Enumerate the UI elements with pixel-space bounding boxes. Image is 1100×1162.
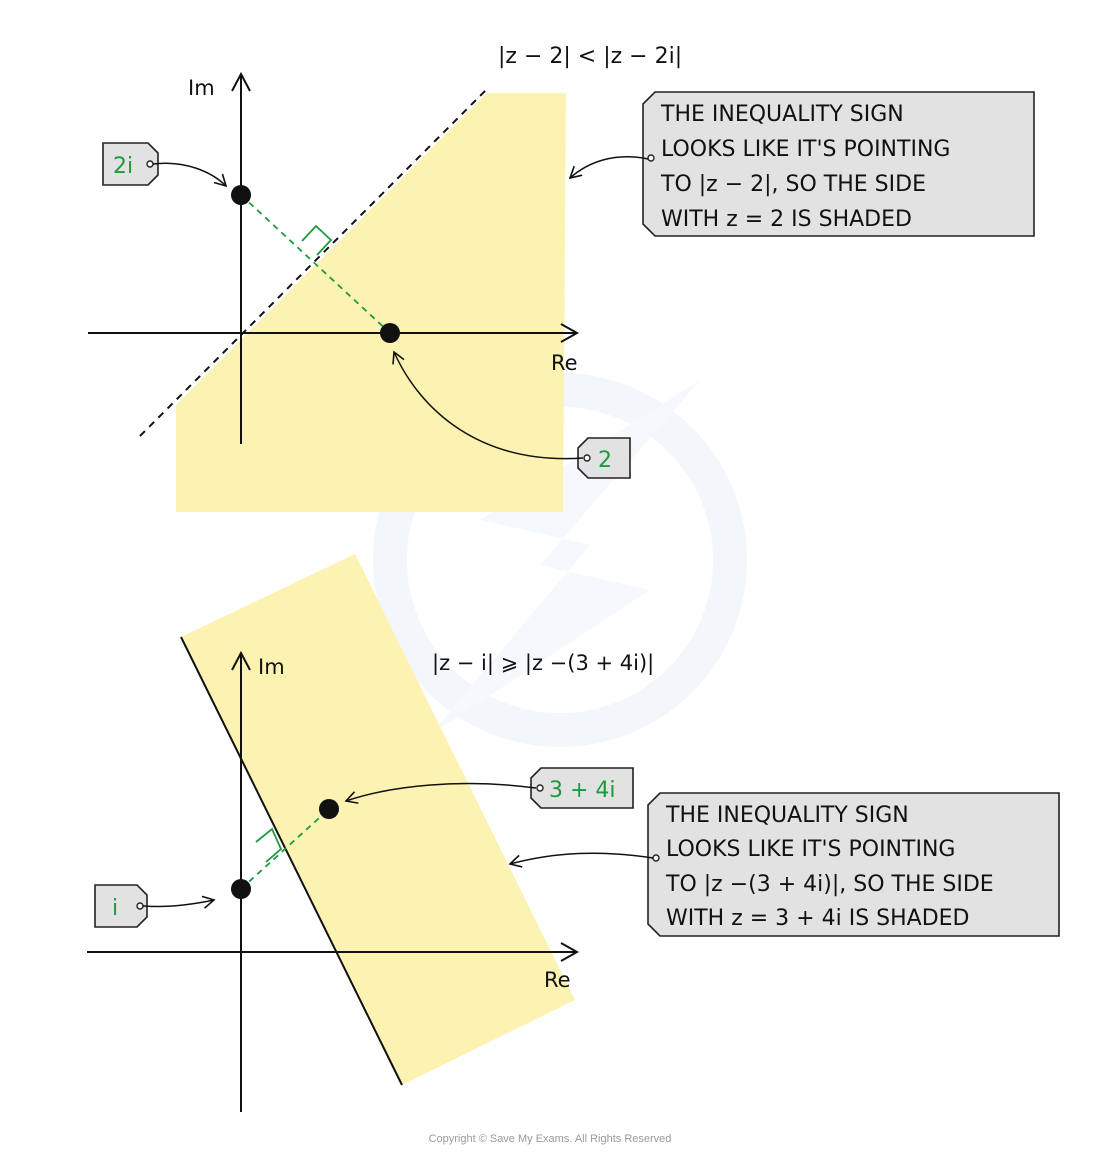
note-1-line-1: THE INEQUALITY SIGN	[660, 102, 904, 127]
im-axis-label-2: Im	[258, 655, 285, 679]
im-arrowhead-2	[231, 650, 251, 671]
tag-2i-label: 2i	[113, 154, 133, 179]
tag-3-plus-4i-label: 3 + 4i	[549, 778, 616, 803]
boundary-line-2	[180, 636, 403, 1086]
re-axis-label-2: Re	[544, 968, 571, 992]
arrow-i	[142, 895, 216, 909]
re-axis-label-1: Re	[551, 351, 578, 375]
tag-2: 2	[577, 437, 631, 479]
arrow-note-2	[508, 852, 654, 868]
note-2-line-4: WITH z = 3 + 4i IS SHADED	[666, 906, 970, 931]
note-2-line-1: THE INEQUALITY SIGN	[665, 803, 909, 828]
tag-i-label: i	[112, 896, 118, 921]
right-angle-marker-1	[301, 224, 333, 256]
connecting-segment-1	[240, 194, 391, 334]
diagram-1: Im Re |z − 2| < |z − 2i| 2i 2 THE INEQUA…	[88, 44, 1035, 512]
re-arrowhead-2	[560, 942, 580, 962]
inequality-1: |z − 2| < |z − 2i|	[498, 44, 682, 69]
note-box-1: THE INEQUALITY SIGN LOOKS LIKE IT'S POIN…	[642, 91, 1035, 237]
shaded-region-1	[176, 93, 566, 512]
note-1-line-2: LOOKS LIKE IT'S POINTING	[661, 137, 950, 162]
im-axis-label-1: Im	[188, 76, 215, 100]
note-1-line-3: TO |z − 2|, SO THE SIDE	[660, 172, 926, 197]
arrow-3-plus-4i	[344, 782, 537, 804]
tag-2i: 2i	[102, 142, 159, 186]
tag-i: i	[94, 884, 148, 928]
point-3-plus-4i	[319, 799, 339, 819]
note-1-line-4: WITH z = 2 IS SHADED	[661, 207, 912, 232]
point-2i	[231, 185, 251, 205]
copyright-notice: Copyright © Save My Exams. All Rights Re…	[428, 1133, 672, 1145]
right-angle-marker-2	[255, 827, 283, 863]
note-2-line-3: TO |z −(3 + 4i)|, SO THE SIDE	[665, 872, 994, 897]
boundary-line-1	[139, 88, 488, 437]
diagram-2: Im Re |z − i| ⩾ |z −(3 + 4i)| i 3 + 4i T…	[87, 554, 1060, 1112]
arrow-2	[392, 350, 584, 460]
im-arrowhead-1	[231, 71, 251, 92]
inequality-2: |z − i| ⩾ |z −(3 + 4i)|	[432, 651, 654, 676]
note-box-2: THE INEQUALITY SIGN LOOKS LIKE IT'S POIN…	[647, 792, 1060, 937]
point-2	[380, 323, 400, 343]
note-2-line-2: LOOKS LIKE IT'S POINTING	[666, 837, 955, 862]
tag-3-plus-4i: 3 + 4i	[530, 767, 634, 809]
re-arrowhead-1	[560, 323, 580, 343]
arrow-2i	[152, 162, 228, 188]
point-i	[231, 879, 251, 899]
tag-2-label: 2	[598, 448, 612, 473]
connecting-segment-2	[240, 808, 330, 890]
arrow-note-1	[568, 156, 649, 180]
